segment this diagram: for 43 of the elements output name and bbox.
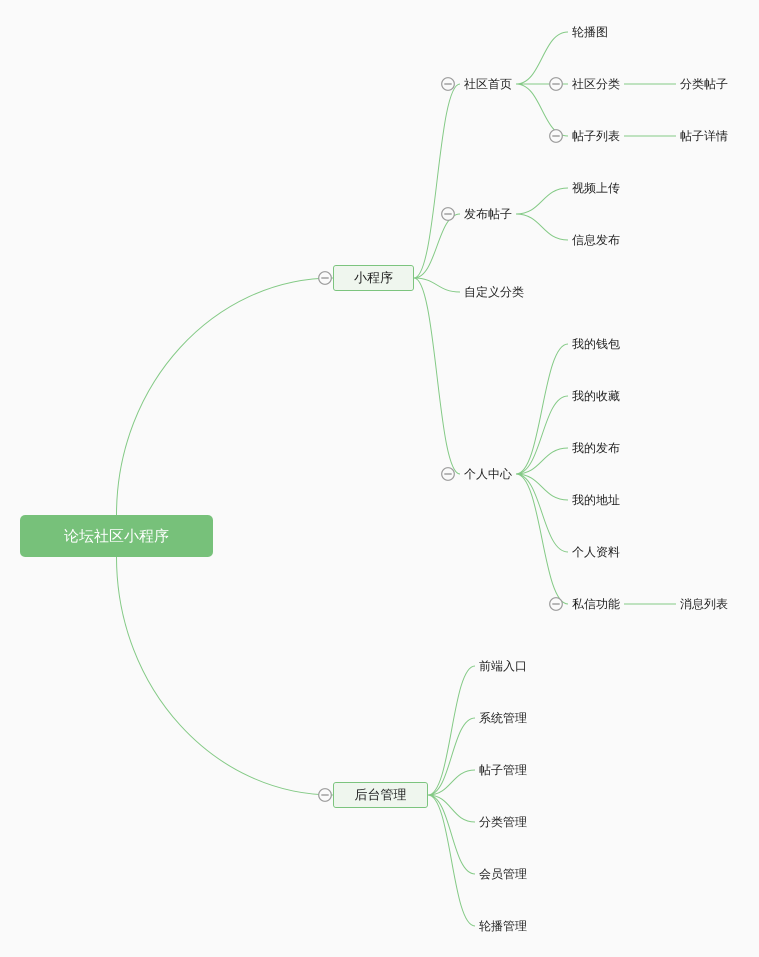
connector-line (428, 794, 476, 874)
topic-label: 信息发布 (568, 231, 624, 249)
topic-label: 系统管理 (475, 709, 531, 727)
topic-label: 社区首页 (460, 75, 516, 93)
topic-label: 帖子列表 (568, 127, 624, 145)
topic-label: 视频上传 (568, 179, 624, 197)
topic-box: 后台管理 (333, 782, 428, 808)
topic-label: 轮播图 (568, 23, 612, 41)
connector-line (428, 718, 476, 796)
topic-label: 私信功能 (568, 595, 624, 613)
connector-line (428, 794, 476, 926)
topic-label: 帖子详情 (676, 127, 732, 145)
topic-label: 我的钱包 (568, 335, 624, 353)
connector-line (428, 666, 476, 796)
topic-label: 我的收藏 (568, 387, 624, 405)
connector-line (516, 474, 568, 552)
connector-line (428, 794, 476, 822)
topic-label: 我的发布 (568, 439, 624, 457)
root-topic-box: 论坛社区小程序 (20, 515, 213, 557)
connector-line (516, 396, 568, 474)
connector-line (516, 474, 568, 500)
topic-label: 帖子管理 (475, 761, 531, 779)
topic-label: 轮播管理 (475, 917, 531, 935)
topic-label: 分类管理 (475, 813, 531, 831)
topic-label: 会员管理 (475, 865, 531, 883)
connector-line (516, 344, 568, 474)
connector-line (414, 84, 460, 278)
connector-line (414, 214, 460, 278)
connector-line (516, 84, 568, 136)
topic-label: 前端入口 (475, 657, 531, 675)
topic-label: 社区分类 (568, 75, 624, 93)
topic-label: 自定义分类 (460, 283, 528, 301)
connector-line (414, 278, 460, 474)
topic-label: 我的地址 (568, 491, 624, 509)
topic-label: 个人中心 (460, 465, 516, 483)
topic-label: 分类帖子 (676, 75, 732, 93)
connector-line (516, 214, 568, 240)
connector-line (414, 278, 460, 292)
connector-line (516, 474, 568, 604)
topic-label: 消息列表 (676, 595, 732, 613)
topic-box: 小程序 (333, 265, 414, 291)
topic-label: 个人资料 (568, 543, 624, 561)
topic-label: 发布帖子 (460, 205, 516, 223)
